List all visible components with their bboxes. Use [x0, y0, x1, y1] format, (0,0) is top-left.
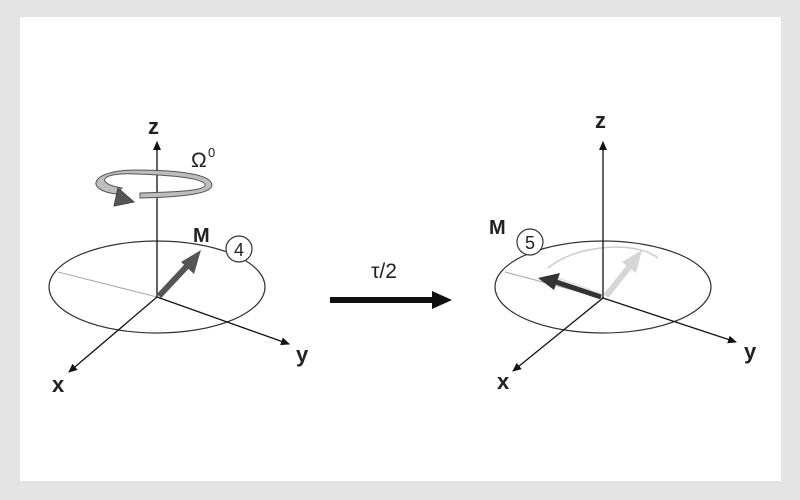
right-x-label: x: [497, 369, 510, 394]
left-magnetization-vector: [156, 250, 201, 299]
transition: τ/2: [330, 260, 452, 309]
right-z-label: z: [595, 108, 606, 133]
left-step-number: 4: [234, 240, 244, 260]
left-y-label: y: [296, 342, 309, 367]
left-x-label: x: [52, 372, 65, 397]
right-step-circle: [516, 228, 544, 256]
right-diagram: z y x M 5: [489, 108, 757, 394]
left-reference-line: [57, 271, 158, 298]
right-vector-label: M: [489, 217, 506, 239]
right-precession-arc: [547, 246, 659, 269]
left-z-label: z: [148, 114, 159, 139]
right-y-axis: [602, 297, 737, 344]
transition-label: τ/2: [371, 260, 397, 283]
transition-arrow-icon: [432, 291, 452, 309]
left-step-circle: [225, 235, 253, 263]
left-y-axis: [156, 296, 290, 346]
left-vector-label: M: [193, 225, 210, 247]
left-diagram: z y x Ω 0 M 4: [48, 114, 309, 397]
rotation-arrow-icon: [95, 169, 213, 207]
rotation-label: Ω: [191, 149, 207, 172]
right-x-axis: [512, 297, 604, 372]
right-previous-vector: [603, 250, 642, 298]
rotation-superscript: 0: [208, 145, 215, 160]
diagram-canvas: [20, 17, 781, 481]
right-step-number: 5: [525, 233, 535, 253]
left-x-axis: [68, 296, 158, 373]
right-magnetization-vector: [538, 273, 602, 300]
right-y-label: y: [744, 339, 757, 364]
